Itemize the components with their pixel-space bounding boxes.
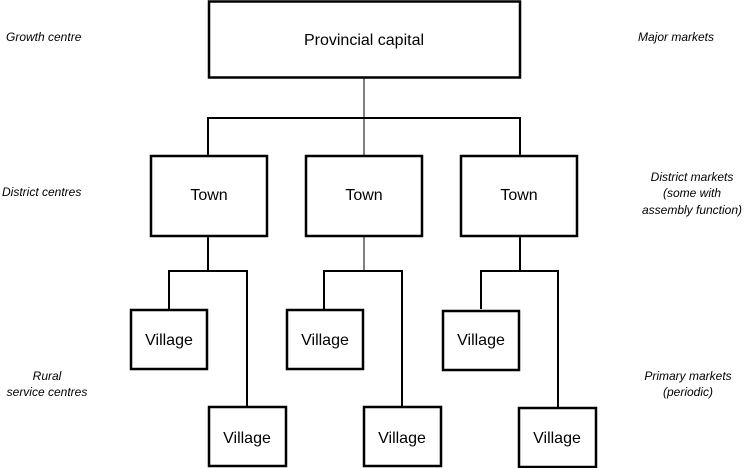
label-district-markets-line3: assembly function)	[642, 203, 742, 217]
node-town: Town	[149, 154, 269, 238]
town1-village-connector	[168, 270, 248, 407]
node-village: Village	[285, 308, 365, 371]
label-rural-line1: Rural	[33, 369, 62, 383]
node-label: Village	[145, 332, 193, 349]
node-village: Village	[362, 405, 443, 468]
label-district-markets-line2: (some with	[663, 186, 721, 200]
town-branch-connector	[207, 117, 521, 155]
node-label: Village	[457, 332, 505, 349]
town3-village-connector	[480, 270, 559, 407]
label-growth-centre: Growth centre	[6, 30, 82, 44]
connectors	[168, 77, 559, 407]
town2-village-connector	[323, 270, 403, 407]
node-label: Town	[190, 187, 227, 204]
node-town: Town	[304, 154, 424, 238]
node-provincial-capital: Provincial capital	[207, 0, 522, 79]
label-district-centres: District centres	[2, 185, 81, 199]
node-village: Village	[129, 308, 209, 371]
node-label: Village	[223, 430, 271, 447]
node-label: Village	[301, 332, 349, 349]
label-primary-markets-line2: (periodic)	[663, 385, 713, 399]
node-label: Provincial capital	[304, 32, 424, 49]
node-label: Village	[533, 430, 581, 447]
node-village: Village	[207, 405, 288, 468]
node-village: Village	[441, 309, 521, 372]
label-district-markets-line1: District markets	[651, 170, 734, 184]
label-rural-line2: service centres	[7, 385, 88, 399]
node-town: Town	[459, 154, 579, 238]
label-major-markets: Major markets	[638, 30, 714, 44]
node-label: Village	[378, 430, 426, 447]
label-primary-markets-line1: Primary markets	[644, 369, 731, 383]
node-label: Town	[345, 187, 382, 204]
node-village: Village	[517, 406, 598, 468]
node-label: Town	[500, 187, 537, 204]
